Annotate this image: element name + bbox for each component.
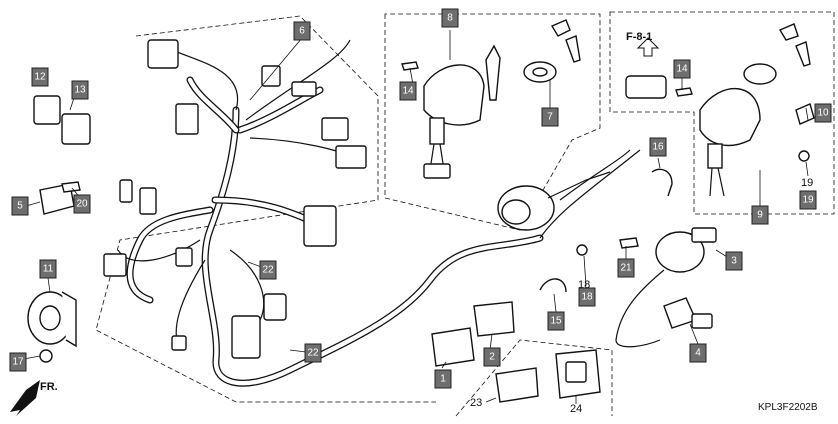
callout-badge: 20 — [73, 194, 91, 214]
plain-number: 24 — [570, 403, 582, 415]
svg-text:16: 16 — [652, 142, 664, 153]
callout-badge: 4 — [689, 343, 707, 363]
callout-badge: 1 — [434, 369, 452, 389]
plain-number: 18 — [578, 279, 590, 291]
svg-text:17: 17 — [12, 357, 24, 368]
callout-badge: 22 — [304, 343, 322, 363]
assembly-outline-ignition-switch — [384, 13, 601, 231]
callout-badge: 14 — [673, 59, 691, 79]
svg-text:19: 19 — [802, 195, 814, 206]
cdi-unit-part — [555, 349, 601, 399]
svg-text:4: 4 — [695, 348, 701, 359]
svg-text:22: 22 — [307, 348, 319, 359]
callout-badge: 10 — [814, 103, 832, 123]
callout-badge: 8 — [441, 8, 459, 28]
front-label: FR. — [40, 381, 58, 393]
callout-badge: 16 — [649, 137, 667, 157]
bolt-parts — [39, 61, 810, 363]
wire-harness — [117, 39, 641, 387]
callout-badge: 7 — [541, 107, 559, 127]
rectifier-part — [497, 171, 611, 231]
svg-text:6: 6 — [299, 26, 305, 37]
view-label: F-8-1 — [626, 31, 652, 43]
svg-text:1: 1 — [440, 374, 446, 385]
svg-text:12: 12 — [34, 72, 46, 83]
svg-text:13: 13 — [74, 85, 86, 96]
callout-badge: 21 — [617, 258, 635, 278]
svg-text:2: 2 — [489, 352, 495, 363]
cover-parts — [431, 301, 539, 403]
callout-badge: 14 — [399, 81, 417, 101]
ignition-switch-part — [423, 19, 581, 179]
assembly-outline-cdi — [455, 339, 613, 417]
svg-text:10: 10 — [817, 108, 829, 119]
harness-connectors — [103, 39, 367, 359]
svg-text:22: 22 — [262, 265, 274, 276]
svg-text:15: 15 — [550, 316, 562, 327]
svg-text:9: 9 — [757, 210, 763, 221]
callout-badge: 15 — [547, 311, 565, 331]
assembly-outline-harness — [95, 15, 436, 403]
ignition-coil-part — [615, 227, 717, 348]
callout-badge: 13 — [71, 80, 89, 100]
spark-plug-cap-part — [663, 297, 713, 329]
band-parts — [539, 168, 673, 293]
svg-text:14: 14 — [402, 86, 414, 97]
svg-text:18: 18 — [581, 292, 593, 303]
callout-badge: 9 — [751, 205, 769, 225]
svg-text:8: 8 — [447, 13, 453, 24]
svg-text:7: 7 — [547, 112, 553, 123]
callout-badge: 19 — [799, 190, 817, 210]
front-arrow-icon — [10, 380, 40, 416]
diagram-code: KPL3F2202B — [758, 402, 818, 413]
callout-badge: 11 — [39, 259, 57, 279]
callout-badge: 22 — [259, 260, 277, 280]
plain-number: 19 — [801, 177, 813, 189]
callout-badge: 3 — [725, 251, 743, 271]
svg-text:11: 11 — [43, 264, 54, 275]
callout-badge: 5 — [11, 196, 29, 216]
callout-badge: 18 — [578, 287, 596, 307]
callout-badge: 2 — [483, 347, 501, 367]
svg-text:5: 5 — [17, 201, 23, 212]
assembly-outline-key-set — [609, 11, 835, 215]
callout-badge: 12 — [31, 67, 49, 87]
key-set-part — [625, 23, 815, 197]
plain-number: 23 — [470, 397, 482, 409]
horn-part — [27, 291, 77, 348]
svg-text:14: 14 — [676, 64, 688, 75]
svg-text:21: 21 — [620, 263, 632, 274]
callout-badge: 17 — [9, 352, 27, 372]
svg-text:20: 20 — [76, 199, 88, 210]
callout-badge: 6 — [293, 21, 311, 41]
view-arrow-icon — [636, 37, 660, 57]
svg-text:3: 3 — [731, 256, 737, 267]
